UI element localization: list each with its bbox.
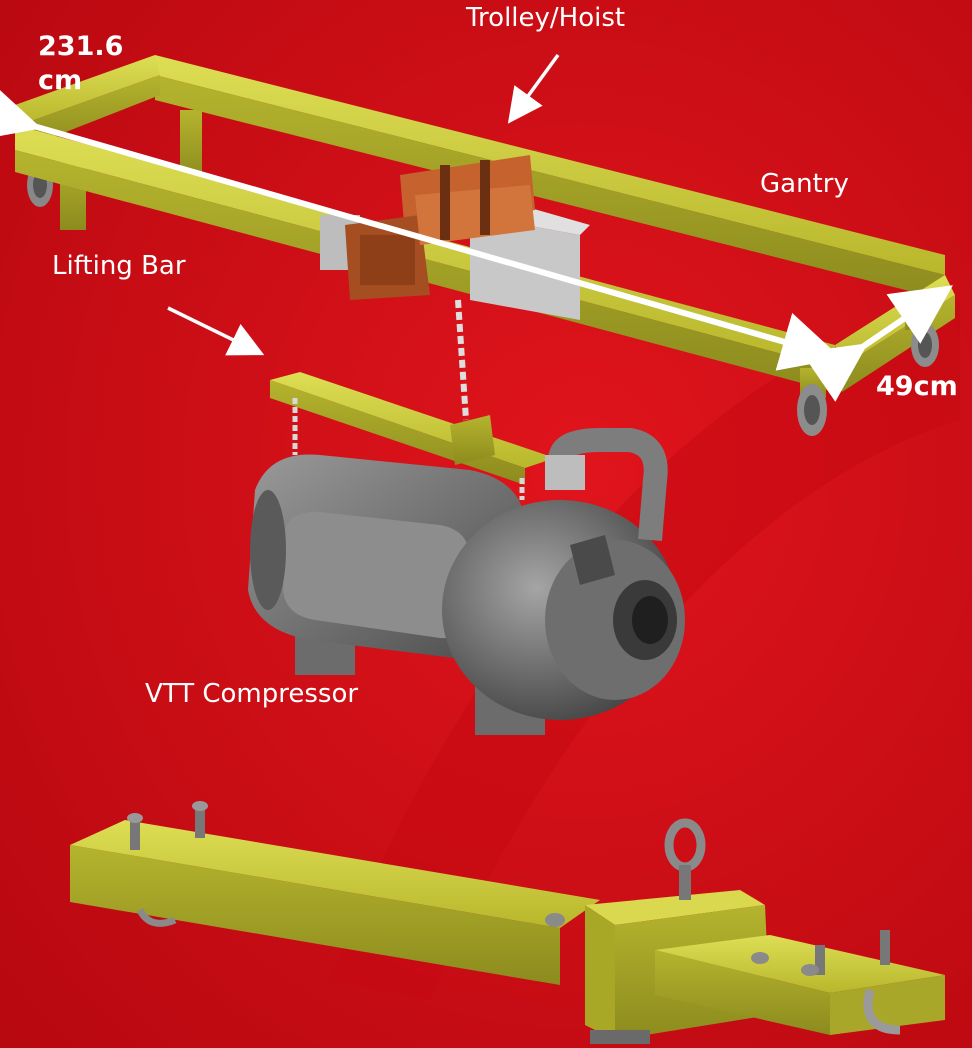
compressor-label: VTT Compressor bbox=[145, 679, 359, 709]
lifting-bar-label: Lifting Bar bbox=[52, 251, 186, 281]
watermark-swoosh bbox=[330, 300, 960, 1000]
lifting-bar-hanging bbox=[270, 372, 555, 500]
length-dimension-label: 231.6 cm bbox=[38, 31, 124, 96]
width-dimension-arrow bbox=[801, 285, 953, 402]
lifting-bar-detail bbox=[70, 801, 945, 1044]
length-dimension-arrow bbox=[0, 82, 842, 371]
vtt-compressor bbox=[248, 428, 685, 735]
gantry-label: Gantry bbox=[760, 169, 849, 199]
annotation-arrows bbox=[0, 53, 953, 402]
width-dimension-label: 49cm bbox=[876, 371, 958, 402]
trolley-hoist-label: Trolley/Hoist bbox=[466, 3, 626, 33]
